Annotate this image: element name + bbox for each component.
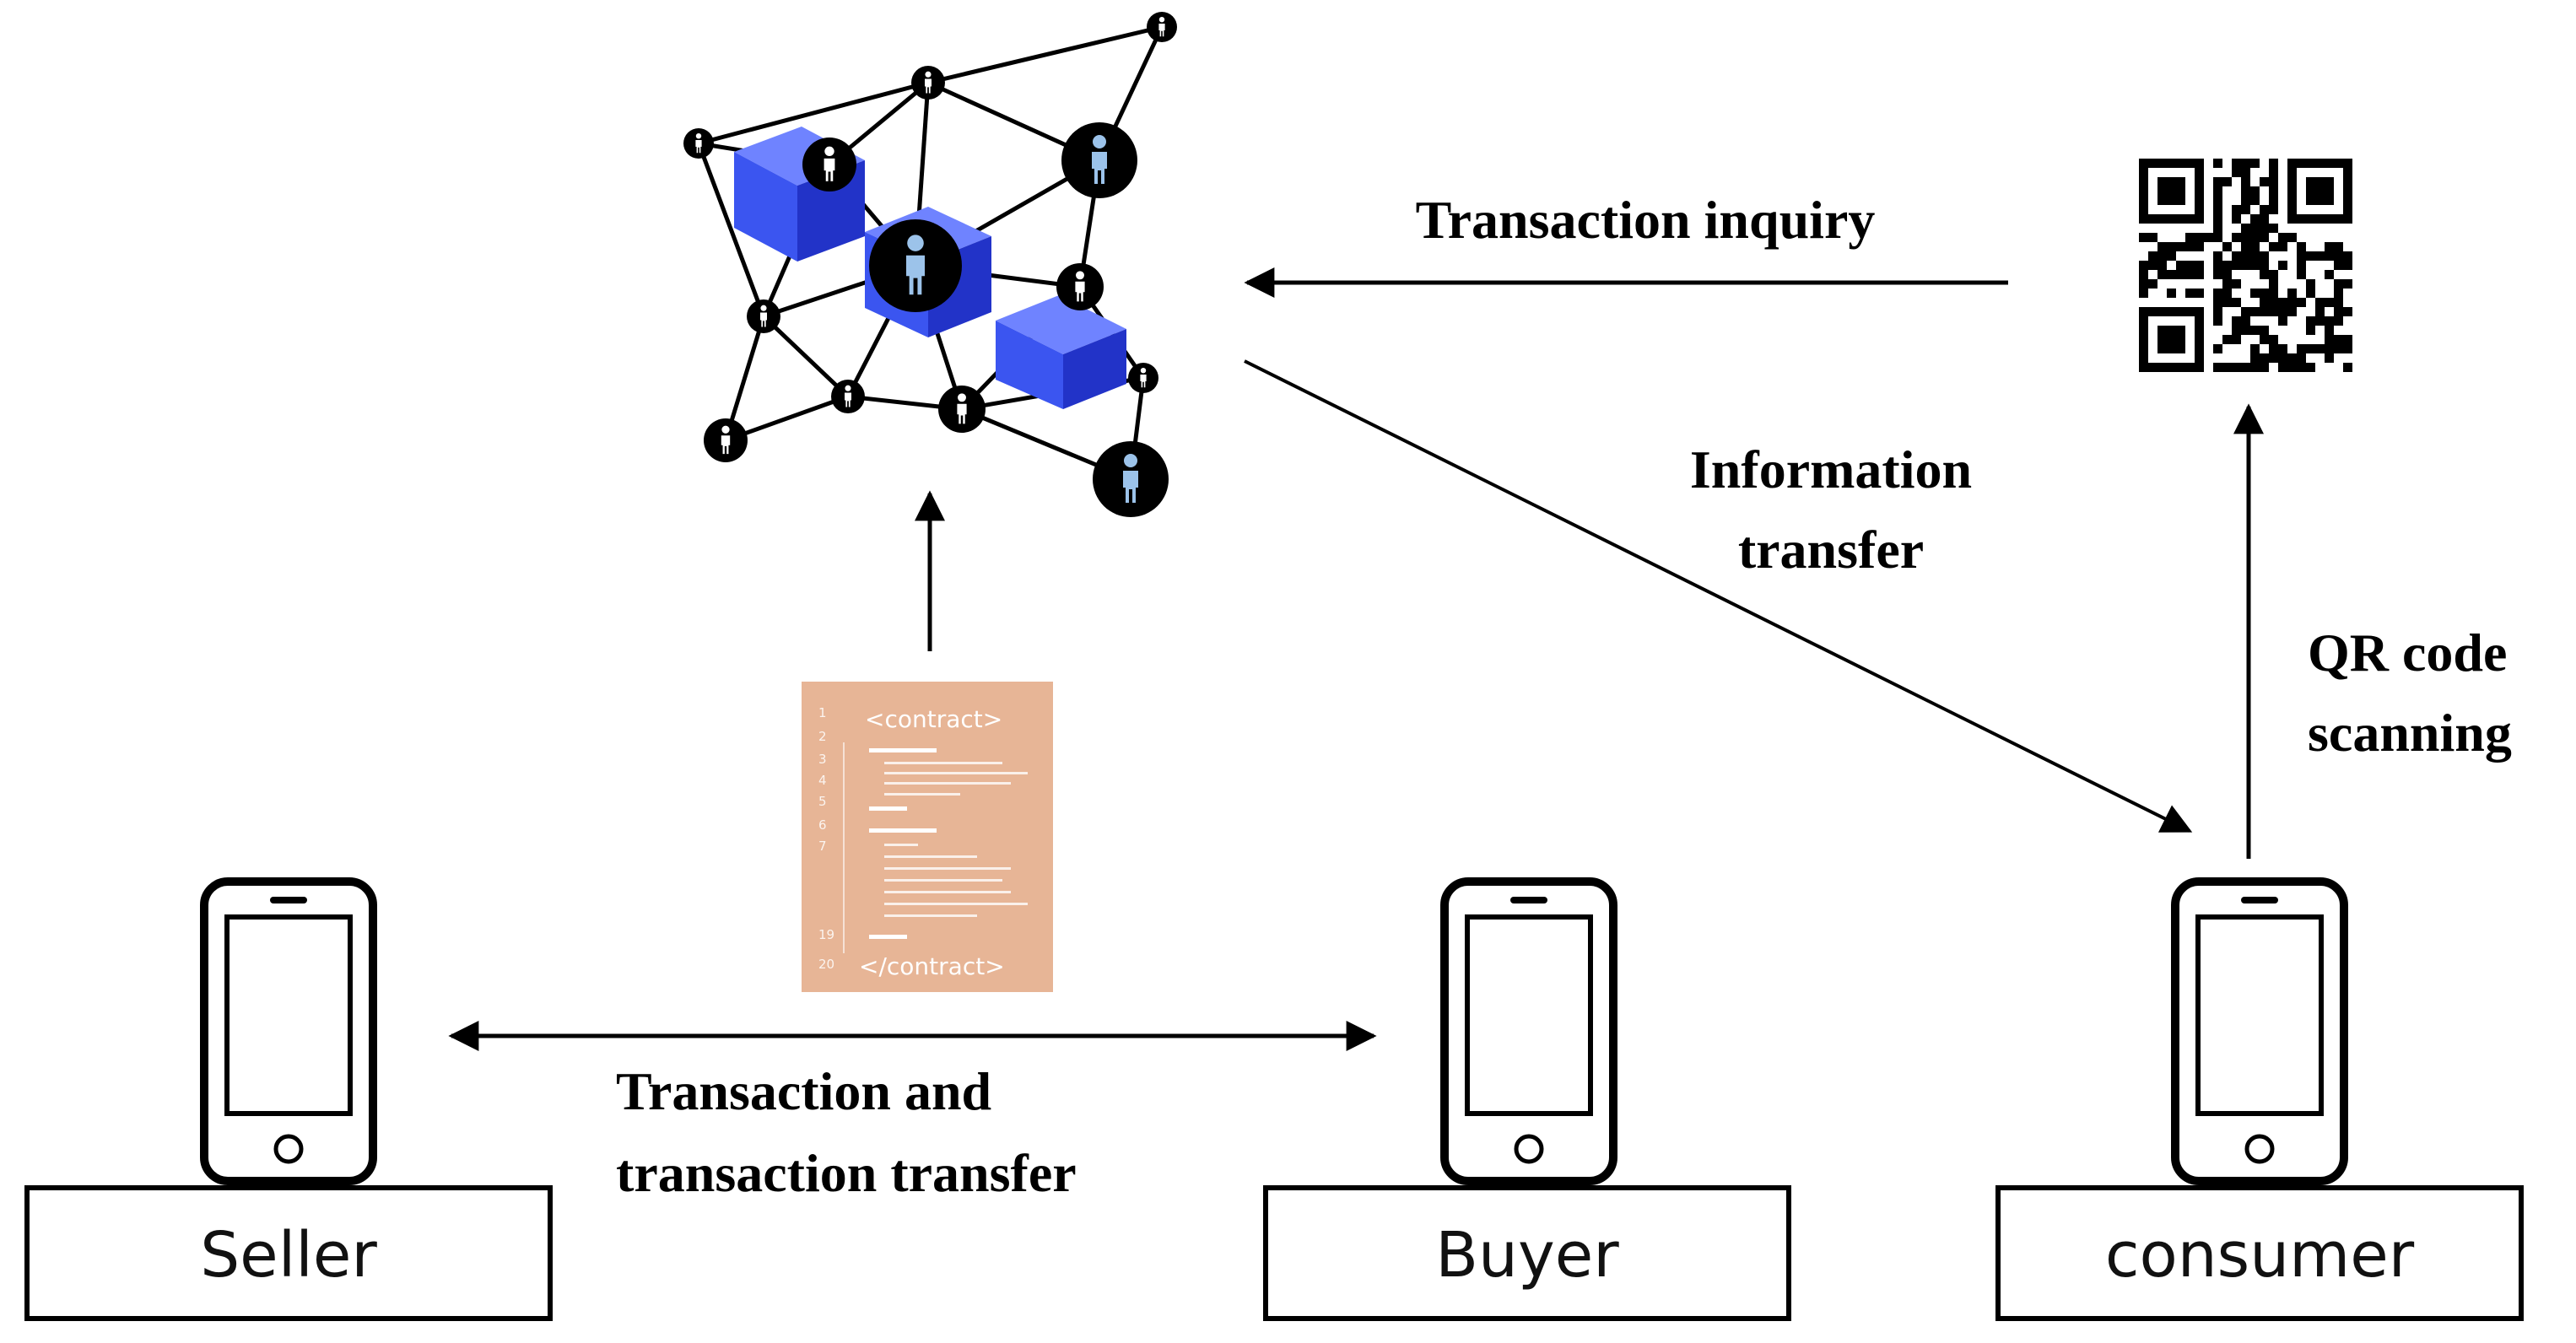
code-line	[884, 867, 1011, 870]
code-line	[884, 855, 977, 858]
network-node-icon	[1128, 363, 1158, 393]
contract-line-number: 19	[818, 927, 834, 942]
contract-line-number: 6	[818, 817, 827, 833]
label-transaction-and: Transaction and	[616, 1061, 991, 1121]
contract-line-number: 1	[818, 705, 827, 720]
contract-line-number: 3	[818, 752, 827, 767]
network-node-icon	[683, 128, 714, 159]
code-line	[884, 891, 1011, 893]
code-line	[869, 748, 937, 752]
network-node-icon	[1093, 441, 1169, 517]
label-transaction-transfer: transaction transfer	[616, 1143, 1077, 1203]
label-qr-code: QR code	[2308, 623, 2507, 682]
seller-label: Seller	[200, 1219, 377, 1292]
network-node-icon	[831, 380, 865, 413]
network-node-icon	[1147, 12, 1177, 42]
network-nodes	[683, 12, 1177, 517]
code-line	[884, 782, 1011, 785]
contract-open-tag: <contract>	[865, 705, 1002, 733]
network-node-icon	[911, 66, 945, 100]
label-transaction-inquiry: Transaction inquiry	[1416, 190, 1876, 250]
code-line	[884, 793, 960, 796]
code-line	[869, 935, 907, 939]
network-node-icon	[1056, 263, 1104, 310]
code-line	[884, 844, 918, 846]
contract-line-number: 4	[818, 773, 827, 788]
arrow-information-transfer	[1244, 359, 2193, 833]
contract-code-lines: 1 2 3 4 5 6 7 19 20	[818, 705, 1028, 972]
label-transfer: transfer	[1738, 520, 1924, 580]
network-node-icon	[1061, 122, 1137, 198]
seller-box	[24, 1185, 553, 1321]
code-line	[884, 762, 1002, 764]
buyer-label: Buyer	[1435, 1219, 1619, 1292]
label-scanning: scanning	[2308, 703, 2512, 763]
block-cube-1	[734, 127, 865, 262]
qr-code-icon	[2139, 159, 2352, 372]
code-line	[884, 772, 1028, 774]
code-line	[884, 879, 1002, 882]
contract-line-number: 20	[818, 957, 834, 972]
code-line	[884, 914, 977, 917]
actor-buyer: Buyer	[1263, 1185, 1791, 1321]
network-node-icon	[704, 418, 748, 462]
code-line	[869, 806, 907, 811]
consumer-box	[1995, 1185, 2524, 1321]
contract-line-number: 5	[818, 794, 827, 809]
smartphone-icon	[1440, 877, 1617, 1185]
block-cube-3	[996, 295, 1126, 409]
network-node-icon	[747, 299, 780, 333]
smart-contract-document: <contract> </contract> 1 2 3 4 5 6 7 19 20	[802, 682, 1053, 992]
contract-close-tag: </contract>	[859, 952, 1005, 980]
network-node-icon	[802, 138, 856, 191]
network-node-icon	[938, 386, 986, 433]
phones	[200, 877, 2348, 1185]
label-information: Information	[1690, 440, 1972, 499]
actor-seller: Seller	[24, 1185, 553, 1321]
actor-consumer: consumer	[1995, 1185, 2524, 1321]
consumer-label: consumer	[2105, 1219, 2415, 1292]
buyer-box	[1263, 1185, 1791, 1321]
contract-line-number: 2	[818, 729, 827, 744]
arrows	[448, 267, 2264, 1051]
network-node-icon	[869, 219, 962, 312]
blockchain-network	[683, 12, 1177, 517]
contract-line-number: 7	[818, 839, 827, 854]
code-line	[869, 828, 937, 833]
smartphone-icon	[2171, 877, 2348, 1185]
code-line	[884, 903, 1028, 905]
smartphone-icon	[200, 877, 377, 1185]
